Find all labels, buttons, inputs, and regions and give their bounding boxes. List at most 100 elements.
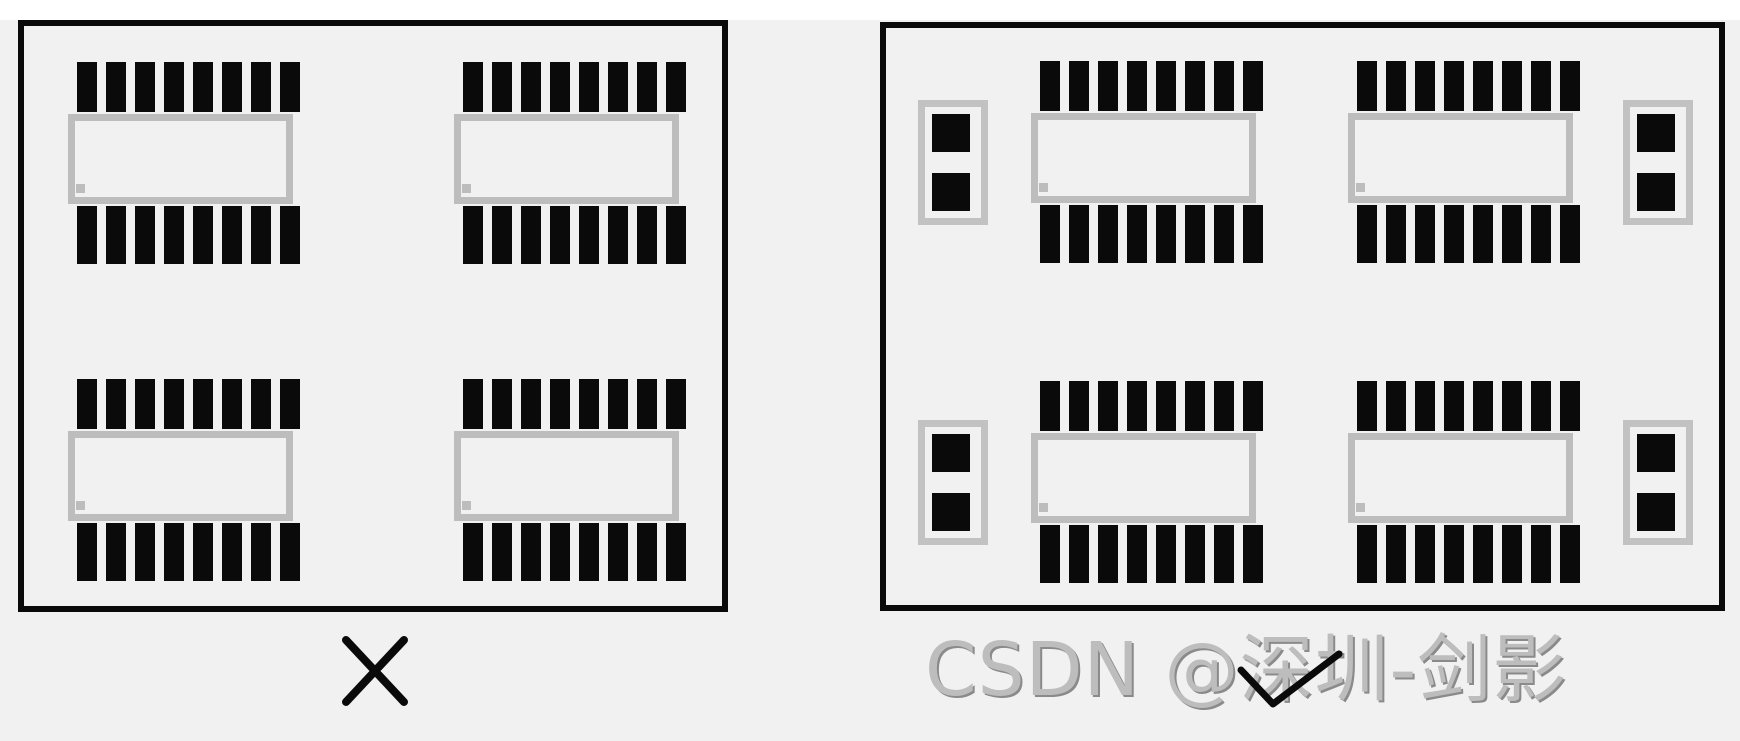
ic-pin-pad [106, 206, 126, 264]
ic-pin-pad [106, 62, 126, 112]
ic-pin-pad [1040, 525, 1060, 583]
ic-pin-pad [1069, 61, 1089, 111]
ic-pin-pad [193, 523, 213, 581]
ic-pin-pad [280, 523, 300, 581]
ic-pin-pad [1444, 381, 1464, 431]
cross-mark-icon [342, 636, 408, 706]
ic-pin-pad [1127, 381, 1147, 431]
ic-pin-pad [193, 206, 213, 264]
ic-pin-pad [1531, 61, 1551, 111]
ic-silkscreen-outline [454, 114, 679, 204]
ic-pin-pad [1502, 525, 1522, 583]
capacitor-pad [932, 434, 970, 472]
ic-pin-pad [1386, 61, 1406, 111]
ic-pin-pad [222, 379, 242, 429]
ic-pin-pad [135, 62, 155, 112]
ic-pin-pad [77, 206, 97, 264]
ic-pin-pad [1156, 381, 1176, 431]
ic-pin-pad [280, 62, 300, 112]
ic-pin-pad [521, 62, 541, 112]
ic-pin-pad [1386, 525, 1406, 583]
ic-pin-pad [1214, 525, 1234, 583]
capacitor-pad [1637, 173, 1675, 211]
capacitor-pad [1637, 493, 1675, 531]
ic-pin-pad [164, 206, 184, 264]
capacitor-silkscreen [1623, 100, 1693, 225]
ic-pin1-marker [462, 501, 471, 510]
ic-pin-pad [135, 523, 155, 581]
ic-pin-pad [608, 62, 628, 112]
ic-pin-pad [637, 523, 657, 581]
ic-pin-pad [193, 62, 213, 112]
ic-pin-pad [164, 523, 184, 581]
ic-pin-pad [1040, 381, 1060, 431]
ic-pin-pad [1357, 525, 1377, 583]
ic-pin-pad [1069, 525, 1089, 583]
ic-pin1-marker [1039, 183, 1048, 192]
ic-pin-pad [666, 206, 686, 264]
ic-pin-pad [106, 379, 126, 429]
ic-pin-pad [1357, 205, 1377, 263]
ic-pin1-marker [76, 501, 85, 510]
ic-pin-pad [1127, 525, 1147, 583]
ic-pin-pad [608, 206, 628, 264]
ic-pin-pad [666, 523, 686, 581]
ic-silkscreen-outline [454, 431, 679, 521]
ic-pin-pad [521, 379, 541, 429]
ic-pin-pad [222, 206, 242, 264]
ic-pin-pad [251, 62, 271, 112]
check-mark-icon [1237, 650, 1343, 708]
ic-pin-pad [1243, 205, 1263, 263]
ic-pin-pad [1185, 61, 1205, 111]
ic-pin-pad [1185, 525, 1205, 583]
ic-pin-pad [550, 379, 570, 429]
ic-pin-pad [579, 206, 599, 264]
ic-pin-pad [106, 523, 126, 581]
ic-pin-pad [579, 379, 599, 429]
ic-pin-pad [1415, 381, 1435, 431]
ic-pin-pad [579, 62, 599, 112]
ic-pin-pad [1531, 381, 1551, 431]
ic-pin-pad [77, 62, 97, 112]
ic-pin1-marker [1356, 183, 1365, 192]
ic-pin-pad [637, 206, 657, 264]
ic-silkscreen-outline [68, 431, 293, 521]
ic-pin-pad [1560, 525, 1580, 583]
ic-pin-pad [550, 523, 570, 581]
ic-pin-pad [463, 379, 483, 429]
ic-pin-pad [608, 523, 628, 581]
ic-pin-pad [1473, 61, 1493, 111]
ic-pin-pad [637, 62, 657, 112]
ic-pin-pad [251, 206, 271, 264]
ic-pin-pad [1098, 525, 1118, 583]
ic-pin-pad [1560, 205, 1580, 263]
ic-pin-pad [77, 523, 97, 581]
ic-pin-pad [1415, 525, 1435, 583]
ic-pin-pad [463, 523, 483, 581]
pcb-layout-left-wrong [18, 20, 728, 612]
ic-pin1-marker [76, 184, 85, 193]
ic-pin-pad [280, 379, 300, 429]
ic-pin-pad [222, 523, 242, 581]
ic-pin-pad [1473, 205, 1493, 263]
ic-pin-pad [1386, 205, 1406, 263]
ic-pin-pad [608, 379, 628, 429]
ic-silkscreen-outline [68, 114, 293, 204]
ic-pin-pad [1502, 381, 1522, 431]
ic-pin-pad [1069, 205, 1089, 263]
ic-pin1-marker [462, 184, 471, 193]
ic-pin-pad [1040, 205, 1060, 263]
ic-pin-pad [1531, 525, 1551, 583]
top-white-strip [0, 0, 1740, 20]
capacitor-pad [932, 114, 970, 152]
ic-pin1-marker [1356, 503, 1365, 512]
ic-pin-pad [1502, 61, 1522, 111]
ic-pin-pad [1357, 381, 1377, 431]
ic-pin-pad [1040, 61, 1060, 111]
ic-pin-pad [492, 206, 512, 264]
ic-pin-pad [251, 523, 271, 581]
ic-silkscreen-outline [1348, 433, 1573, 523]
ic-pin-pad [1185, 381, 1205, 431]
ic-pin-pad [1069, 381, 1089, 431]
ic-pin1-marker [1039, 503, 1048, 512]
